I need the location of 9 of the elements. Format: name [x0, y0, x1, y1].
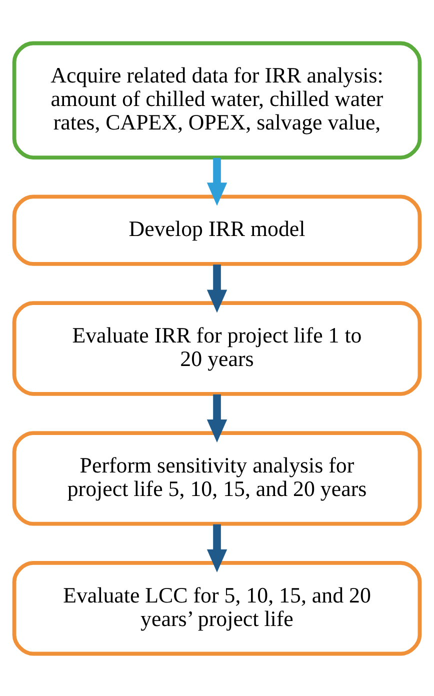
arrow: [206, 524, 228, 572]
node-box: Perform sensitivity analysis for project life 5, 10, 15, and 20 years: [12, 430, 422, 526]
arrow: [206, 394, 228, 442]
node-box: Develop IRR model: [12, 194, 422, 266]
node-box: Evaluate LCC for 5, 10, 15, and 20 years’ project life: [12, 560, 422, 656]
arrow: [206, 157, 228, 206]
node-box: Evaluate IRR for project life 1 to 20 years: [12, 300, 422, 396]
arrow: [206, 264, 228, 312]
node-box: Acquire related data for IRR analysis: amount of chilled water, chilled water rates, CAPEX, OPEX, salvage value,: [12, 40, 422, 159]
